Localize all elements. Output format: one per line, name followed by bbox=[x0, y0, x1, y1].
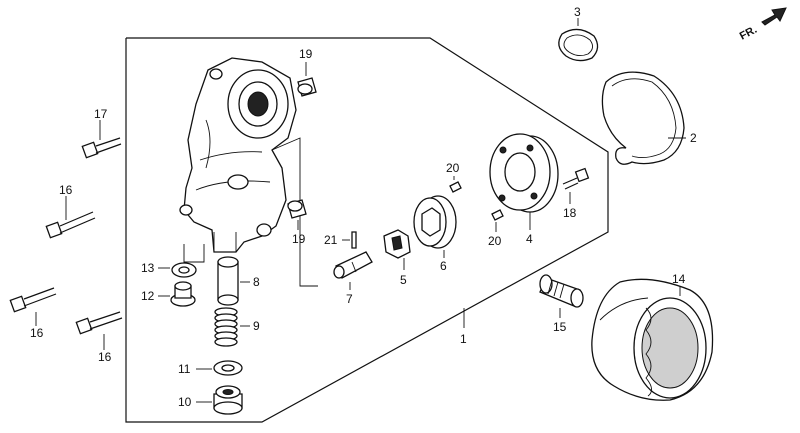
callout-19-upper: 19 bbox=[299, 47, 313, 61]
callout-20-upper: 20 bbox=[446, 161, 460, 175]
dowel-pin-20-lower bbox=[491, 209, 504, 221]
callout-5: 5 bbox=[400, 273, 407, 287]
callout-9: 9 bbox=[253, 319, 260, 333]
flange-bolt-16-right bbox=[75, 311, 123, 335]
oil-filter-14 bbox=[591, 278, 714, 401]
front-label: FR. bbox=[738, 24, 759, 43]
callout-4: 4 bbox=[526, 232, 533, 246]
callout-7: 7 bbox=[346, 292, 353, 306]
dowel-pin-upper bbox=[297, 77, 317, 97]
inner-rotor-6 bbox=[413, 195, 457, 249]
callout-16-left: 16 bbox=[30, 326, 44, 340]
pin-21 bbox=[351, 231, 357, 249]
callout-14: 14 bbox=[672, 272, 686, 286]
dowel-pin-lower bbox=[287, 199, 307, 219]
front-arrow-icon bbox=[761, 7, 787, 26]
relief-spring-9 bbox=[214, 307, 238, 347]
relief-valve-leader bbox=[183, 244, 205, 263]
callout-16-right: 16 bbox=[98, 350, 112, 364]
callout-18: 18 bbox=[563, 206, 577, 220]
sealing-washer-11 bbox=[213, 360, 243, 376]
callout-3: 3 bbox=[574, 5, 581, 19]
callout-13: 13 bbox=[141, 261, 155, 275]
callout-17: 17 bbox=[94, 107, 108, 121]
front-direction-indicator: FR. bbox=[738, 7, 787, 43]
callout-2: 2 bbox=[690, 131, 697, 145]
callout-10: 10 bbox=[178, 395, 192, 409]
callout-8: 8 bbox=[253, 275, 260, 289]
plug-bolt-10 bbox=[213, 385, 243, 415]
pump-cover-4 bbox=[489, 133, 559, 213]
flange-bolt-16-left bbox=[9, 287, 57, 313]
relief-valve-piston-8 bbox=[217, 256, 239, 306]
callout-20-lower: 20 bbox=[488, 234, 502, 248]
assembly-outline bbox=[125, 37, 609, 423]
callout-11: 11 bbox=[178, 362, 191, 376]
callout-6: 6 bbox=[440, 259, 447, 273]
drive-coupling-5 bbox=[383, 229, 411, 259]
flange-bolt-16-upper bbox=[45, 211, 96, 239]
dowel-pin-20-upper bbox=[449, 181, 462, 193]
relief-plug-12 bbox=[170, 281, 196, 307]
callout-16-upper: 16 bbox=[59, 183, 73, 197]
filter-boss-15 bbox=[539, 274, 584, 308]
sealing-washer-13 bbox=[171, 262, 197, 278]
callout-12: 12 bbox=[141, 289, 155, 303]
oil-pump-body bbox=[179, 57, 297, 253]
callout-15: 15 bbox=[553, 320, 567, 334]
callout-21: 21 bbox=[324, 233, 338, 247]
gasket-2 bbox=[601, 71, 685, 165]
pump-shaft-7 bbox=[333, 251, 373, 279]
flange-bolt-17 bbox=[81, 137, 122, 159]
callout-19-lower: 19 bbox=[292, 232, 306, 246]
o-ring-3 bbox=[558, 28, 599, 62]
flange-bolt-18 bbox=[562, 167, 590, 190]
callout-1: 1 bbox=[460, 332, 467, 346]
